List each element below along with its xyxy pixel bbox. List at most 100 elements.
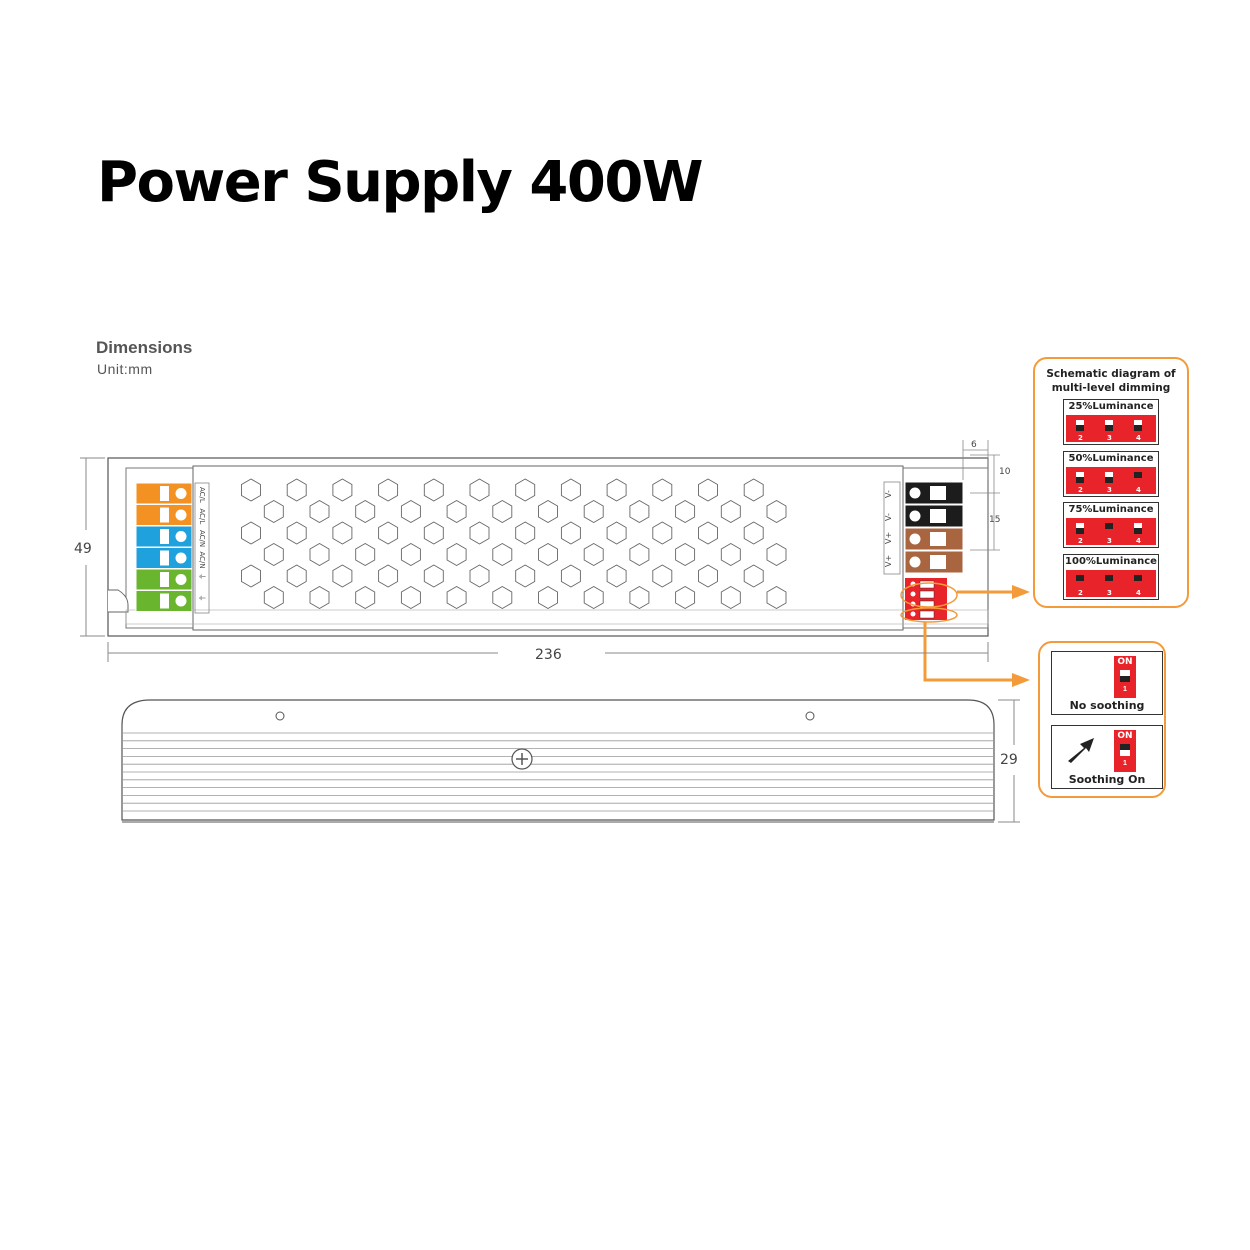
output-terminal-labels: V-V-V+V+ [883,481,901,575]
vent-hex [446,542,467,567]
vent-hex [629,585,650,610]
vent-hex [332,564,353,588]
vent-hex [766,585,787,610]
output-terminal-label: V+ [884,555,893,567]
terminal-screw [175,552,187,564]
switch-on-label: ON [1117,657,1133,667]
vent-hex [286,478,307,502]
terminal-dimensions [962,440,1000,551]
vent-hex [720,585,741,610]
smoothing-switch-on: ON 1 [1114,730,1136,772]
vent-hex [263,499,284,524]
vent-hex [400,499,421,524]
smoothing-option-on: ON 1 Soothing On [1051,725,1163,789]
output-terminal-label: V- [884,490,893,498]
vent-hex [378,521,399,545]
width-dimension-label: 236 [535,647,562,663]
no-smoothing-label: No soothing [1069,699,1145,712]
terminal-slot [930,509,946,523]
vent-hex [309,499,330,524]
vent-hex [583,585,604,610]
terminal-slot [930,486,946,500]
switch-number: 4 [1136,588,1141,597]
vent-hex [241,564,261,588]
luminance-label: 50%Luminance [1068,452,1154,464]
vent-hex [446,585,467,610]
vent-hex [469,521,490,545]
vent-hex [263,542,284,567]
housing-side-view [121,699,995,823]
terminal-screw [909,533,921,545]
vent-hex [492,585,513,610]
height-dimension [80,457,105,637]
dip-switch [1134,574,1142,586]
vent-hex [538,585,558,610]
switch-number: 1 [1123,686,1127,693]
switch-number: 1 [1123,760,1127,767]
vent-hex [332,521,353,545]
housing-top-view [107,457,989,637]
vent-hex [583,499,604,524]
terminal-slot [160,550,169,566]
switch-number: 4 [1136,485,1141,494]
terminal-slot [160,529,169,544]
terminal-screw [175,531,187,542]
vent-hex [560,478,581,502]
terminal-screw [909,510,921,522]
vent-hex [515,564,536,588]
terminal-slot [930,532,946,546]
switch-number: 3 [1107,537,1112,545]
vent-hex [652,564,673,588]
vent-hex [423,478,444,502]
switch-number: 4 [1136,537,1141,545]
vent-hex [309,585,330,610]
dimming-callout-arrow [957,585,1030,599]
vent-hex [698,521,718,545]
vent-hex [355,585,376,610]
vent-hex [423,521,444,545]
smoothing-option-off: ON 1 No soothing [1051,651,1163,715]
vent-hex [309,542,330,567]
terminal-slot [160,486,169,501]
terminal-top-label: 10 [999,467,1011,477]
output-terminal-block [904,481,964,574]
output-label-strip [883,481,901,575]
dip-switch [1134,523,1142,534]
vent-hex [698,564,718,588]
switch-number: 2 [1078,537,1083,545]
vent-hex [378,478,399,502]
vent-hex [355,542,376,567]
vent-hex [423,564,444,588]
vent-hex [629,499,650,524]
dip-switch [1105,574,1113,586]
dimming-schematic-panel: Schematic diagram of multi-level dimming… [1033,357,1189,608]
vent-hex-pattern [241,478,787,610]
vent-hex [675,585,696,610]
vent-hex [492,499,513,524]
switch-number: 3 [1107,485,1112,494]
switch-on-label: ON [1117,731,1133,741]
output-terminal-label: V- [884,513,893,521]
dip-switch [1105,420,1113,431]
vent-hex [766,499,787,524]
input-terminal-labels: AC/LAC/LAC/NAC/N⏚⏚ [194,482,210,614]
input-terminal-label: AC/L [198,487,206,503]
height-dimension-label: 49 [74,541,92,557]
vent-hex [743,521,764,545]
dip-switch [1134,420,1142,431]
switch-number: 3 [1107,434,1112,442]
vent-hex [400,542,421,567]
input-terminal-label: AC/N [198,530,206,547]
smoothing-switch-off: ON 1 [1114,656,1136,698]
depth-dimension [998,699,1020,823]
terminal-slot [160,593,169,609]
depth-dimension-label: 29 [1000,752,1018,768]
switch-number: 2 [1078,588,1083,597]
terminal-screw [175,574,187,585]
terminal-slot [160,507,169,523]
